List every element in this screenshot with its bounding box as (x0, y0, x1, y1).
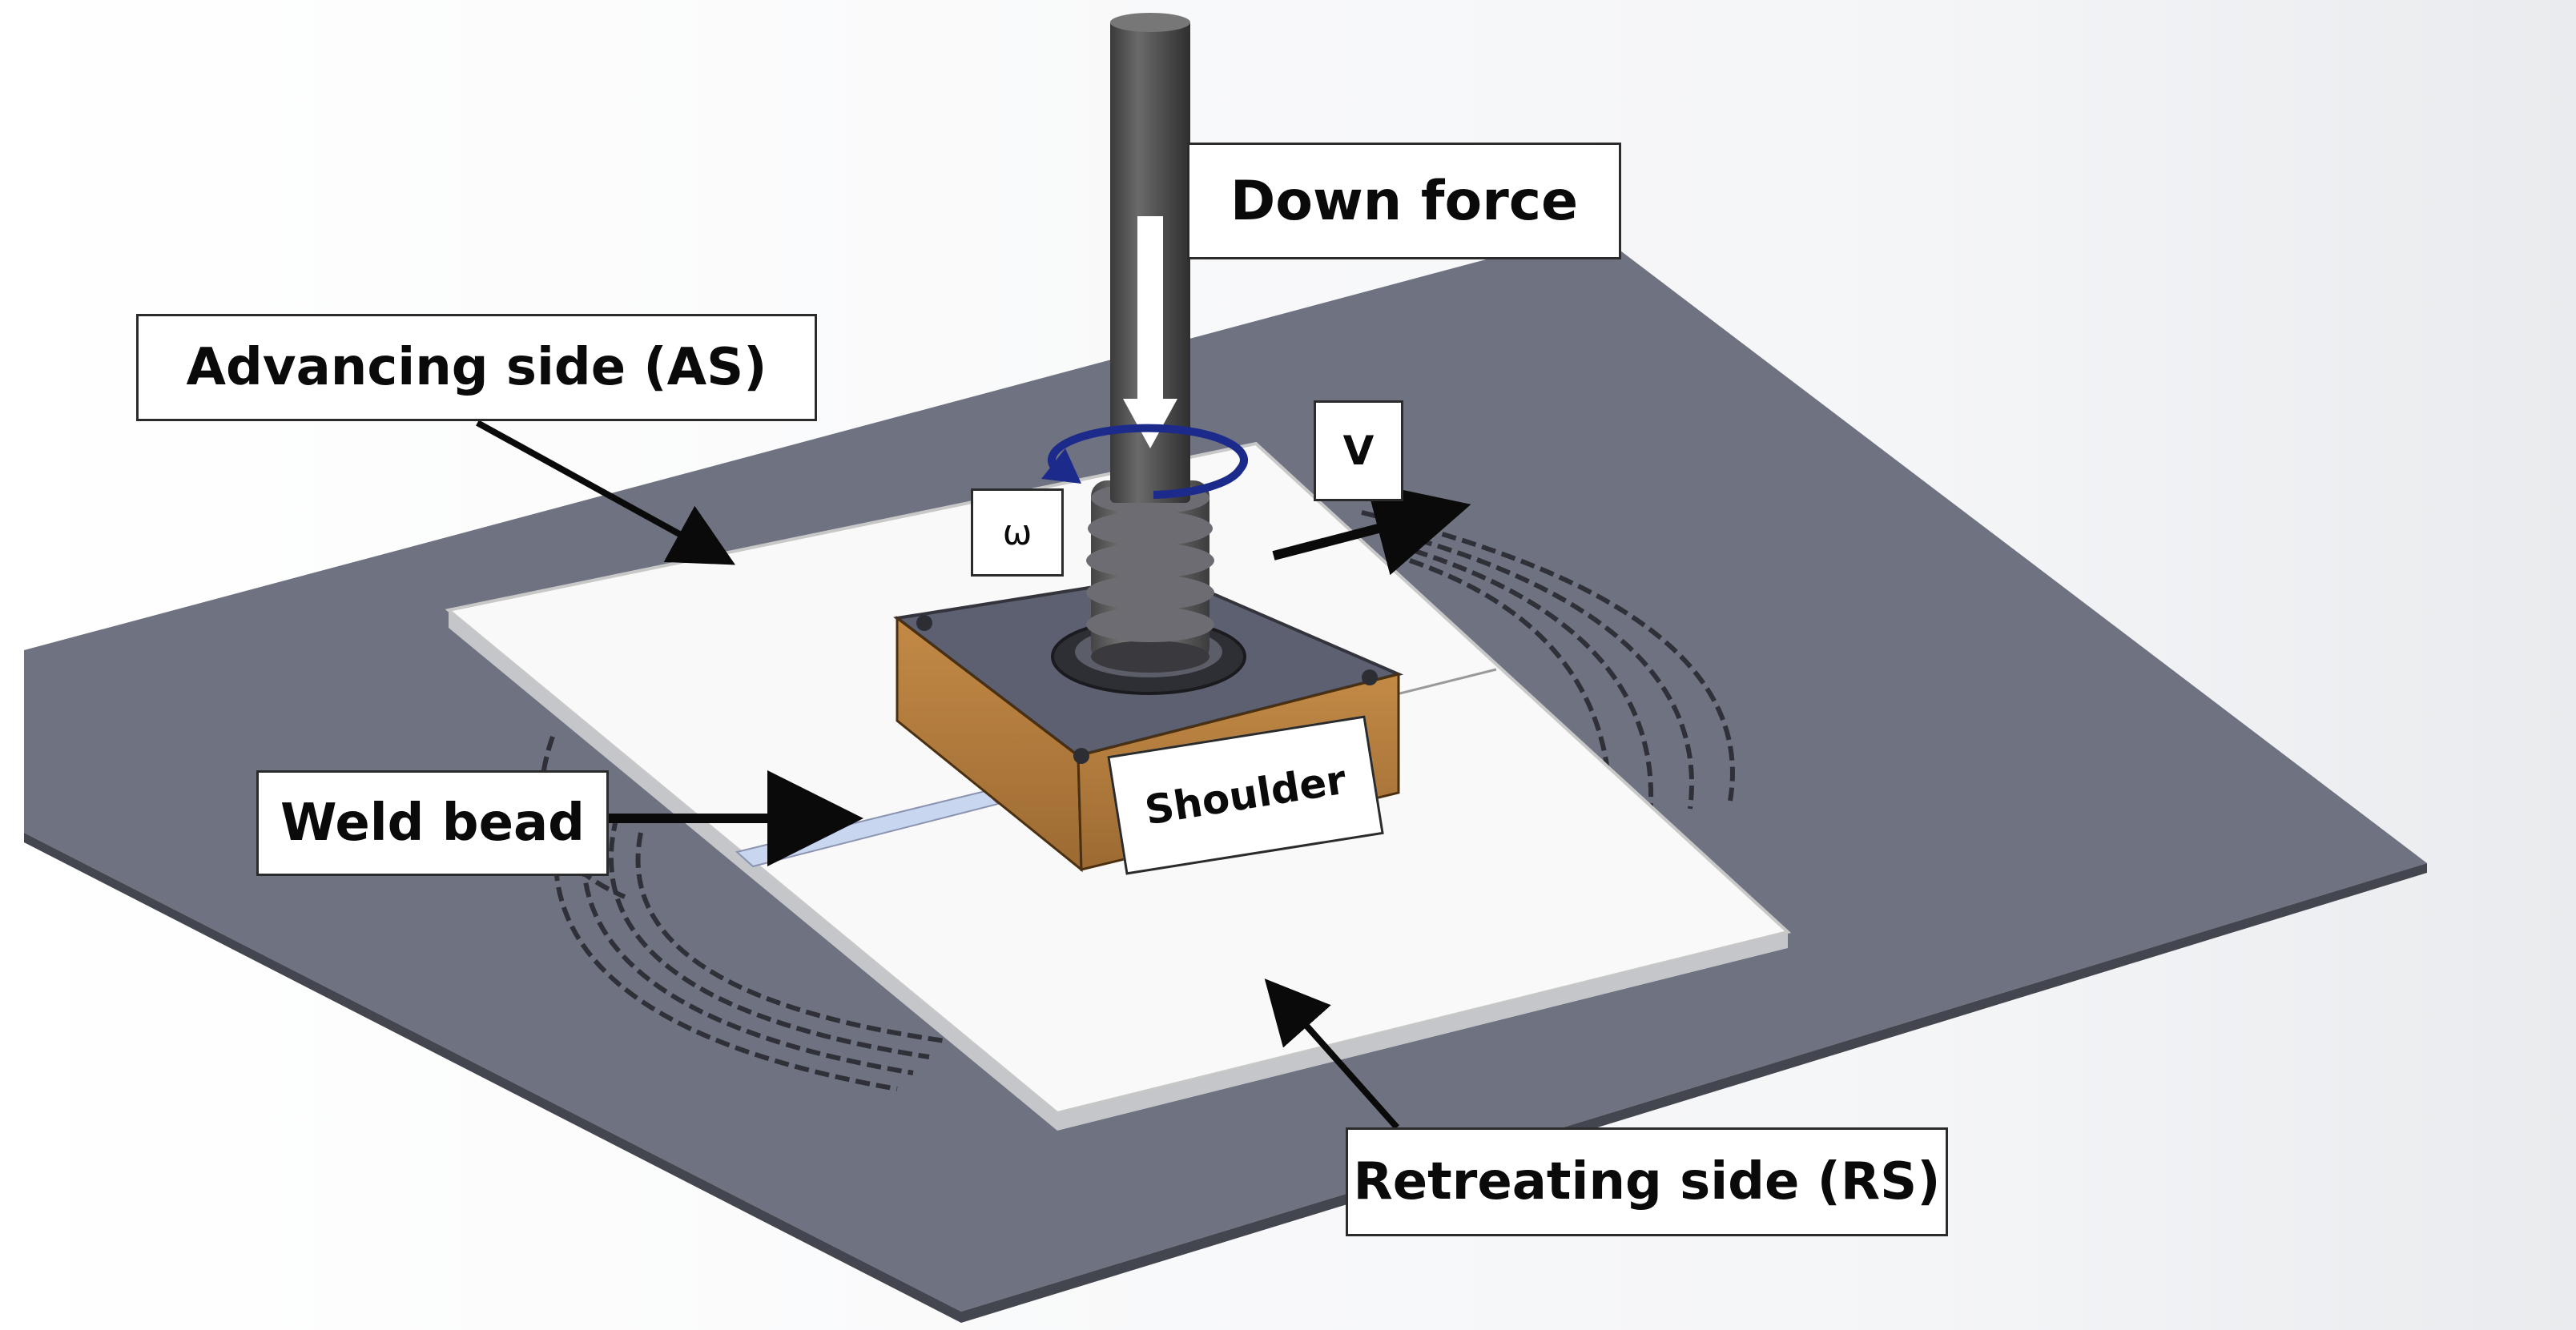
advancing-side-text: Advancing side (AS) (186, 338, 767, 397)
down-force-label: Down force (1187, 143, 1621, 259)
retreating-side-label: Retreating side (RS) (1346, 1127, 1948, 1236)
weld-bead-label: Weld bead (256, 770, 609, 876)
down-force-arrow (1123, 216, 1177, 448)
trace-lines (539, 510, 1735, 1091)
threaded-pin (1086, 480, 1214, 673)
retreating-side-text: Retreating side (RS) (1353, 1152, 1941, 1211)
weld-bead-text: Weld bead (280, 794, 585, 853)
advancing-side-label: Advancing side (AS) (136, 314, 817, 421)
rotation-text: ω (1002, 512, 1032, 553)
down-force-text: Down force (1230, 169, 1579, 233)
velocity-text: V (1342, 428, 1375, 474)
advancing-side-pointer (476, 420, 736, 565)
velocity-label: V (1314, 400, 1403, 501)
rotation-label: ω (971, 488, 1064, 577)
velocity-arrow (1272, 482, 1471, 576)
retreating-side-pointer (1264, 978, 1399, 1130)
rotation-arrow (1041, 424, 1248, 499)
shoulder-text: Shoulder (1141, 756, 1350, 834)
